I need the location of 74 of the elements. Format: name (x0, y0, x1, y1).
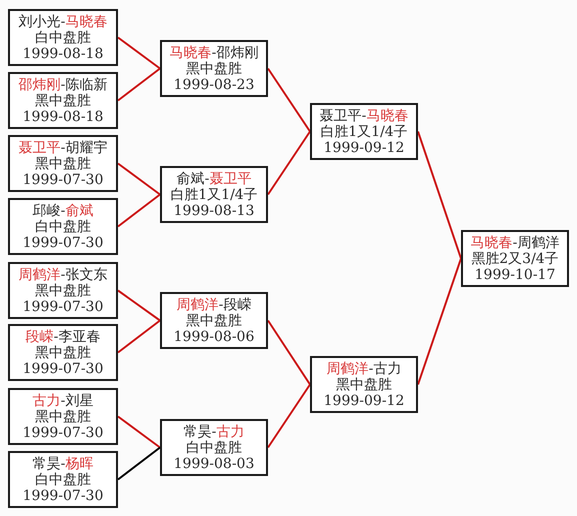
bracket-line (117, 446, 161, 480)
bracket-line (417, 131, 462, 259)
result-text: 白中盘胜 (186, 440, 242, 456)
date-text: 1999-09-12 (324, 392, 404, 408)
result-text: 黑中盘胜 (35, 282, 91, 298)
date-text: 1999-09-12 (324, 140, 404, 156)
date-text: 1999-08-23 (174, 76, 254, 92)
bracket-line (117, 162, 161, 196)
date-text: 1999-08-06 (174, 328, 254, 344)
match-box (160, 419, 268, 476)
match-box (160, 292, 268, 349)
result-text: 黑中盘胜 (35, 92, 91, 108)
players-text: 邵炜刚-陈临新 (18, 76, 108, 92)
result-text: 黑中盘胜 (186, 312, 242, 328)
bracket-line (117, 36, 161, 70)
bracket-line (117, 194, 161, 228)
match-box (8, 135, 118, 192)
result-text: 黑胜2又3/4子 (471, 250, 559, 266)
date-text: 1999-10-17 (474, 266, 556, 282)
players-text: 邱峻-俞斌 (32, 202, 94, 218)
result-text: 白中盘胜 (35, 472, 91, 488)
date-text: 1999-08-18 (22, 46, 104, 62)
match-box (8, 198, 118, 255)
players-text: 周鹤洋-段嵘 (176, 296, 252, 312)
players-text: 聂卫平-胡耀宇 (18, 140, 108, 156)
date-text: 1999-07-30 (22, 360, 104, 376)
match-box (8, 388, 118, 445)
date-text: 1999-08-13 (174, 202, 254, 218)
players-text: 刘小光-马晓春 (18, 14, 108, 30)
bracket-line (267, 130, 311, 196)
bracket-line (267, 68, 311, 132)
result-text: 黑中盘胜 (186, 60, 242, 76)
date-text: 1999-07-30 (22, 424, 104, 440)
players-text: 马晓春-周鹤洋 (470, 234, 560, 250)
bracket-line (417, 258, 462, 385)
match-box (8, 72, 118, 129)
players-text: 段嵘-李亚春 (26, 328, 100, 344)
players-text: 俞斌-聂卫平 (176, 170, 252, 186)
players-text: 常昊-杨晖 (32, 456, 94, 472)
match-box (8, 324, 118, 381)
match-box (8, 9, 118, 66)
players-text: 古力-刘星 (32, 392, 94, 408)
match-box (160, 40, 268, 97)
match-box (8, 262, 118, 319)
result-text: 白中盘胜 (35, 218, 91, 234)
players-text: 常昊-古力 (184, 424, 244, 440)
result-text: 黑中盘胜 (35, 156, 91, 172)
bracket-line (117, 320, 161, 354)
date-text: 1999-08-18 (22, 108, 104, 124)
date-text: 1999-07-30 (22, 488, 104, 504)
bracket-line (267, 320, 311, 386)
players-text: 聂卫平-马晓春 (320, 108, 408, 124)
match-box (461, 230, 569, 287)
result-text: 白胜1又1/4子 (170, 186, 258, 202)
result-text: 白胜1又1/4子 (320, 124, 408, 140)
players-text: 周鹤洋-张文东 (18, 266, 108, 282)
players-text: 周鹤洋-古力 (326, 360, 402, 376)
date-text: 1999-08-03 (174, 456, 254, 472)
match-box (160, 166, 268, 223)
date-text: 1999-07-30 (22, 298, 104, 314)
players-text: 马晓春-邵炜刚 (170, 44, 258, 60)
result-text: 黑中盘胜 (336, 376, 392, 392)
match-box (310, 103, 418, 160)
match-box (310, 356, 418, 413)
bracket-line (117, 290, 161, 322)
match-box (8, 451, 118, 508)
result-text: 黑中盘胜 (35, 344, 91, 360)
bracket-line (117, 416, 161, 448)
date-text: 1999-07-30 (22, 172, 104, 188)
result-text: 白中盘胜 (35, 30, 91, 46)
bracket-line (117, 68, 161, 102)
bracket-line (267, 384, 311, 448)
result-text: 黑中盘胜 (35, 408, 91, 424)
date-text: 1999-07-30 (22, 234, 104, 250)
